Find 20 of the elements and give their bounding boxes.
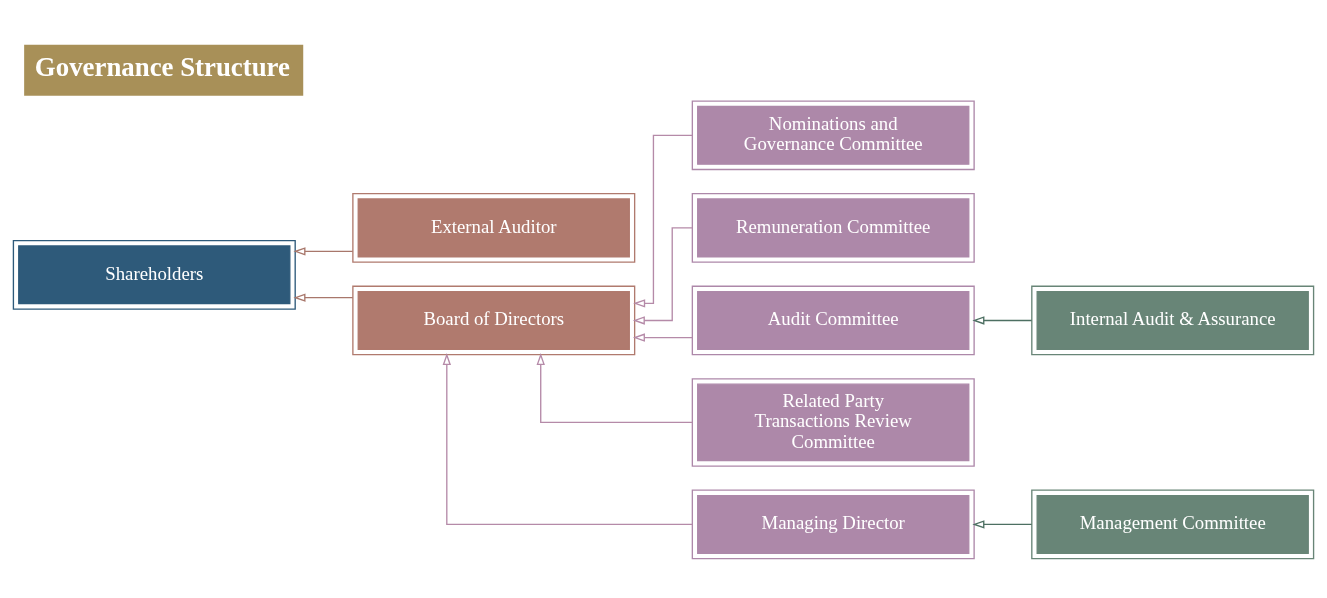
diagram-title: Governance Structure <box>34 51 290 82</box>
arrow <box>293 247 354 256</box>
arrow <box>633 134 693 308</box>
arrow <box>442 353 693 526</box>
arrow <box>972 520 1033 529</box>
arrow <box>632 227 693 325</box>
node-box: Shareholders <box>12 239 296 310</box>
arrow <box>632 333 693 342</box>
node-box: Remuneration Committee <box>691 193 975 263</box>
node-box: Managing Director <box>691 489 975 560</box>
node-box: Board of Directors <box>352 285 636 356</box>
arrow <box>972 316 1033 325</box>
node-box: Management Committee <box>1031 489 1315 560</box>
arrow <box>536 352 693 424</box>
node-box: Audit Committee <box>691 285 975 356</box>
node-box: External Auditor <box>352 193 636 263</box>
node-box: Related Party Transactions Review Committee <box>691 378 975 467</box>
node-box: Internal Audit & Assurance <box>1031 285 1315 356</box>
node-box: Nominations and Governance Committee <box>691 100 975 171</box>
arrow <box>293 293 354 302</box>
